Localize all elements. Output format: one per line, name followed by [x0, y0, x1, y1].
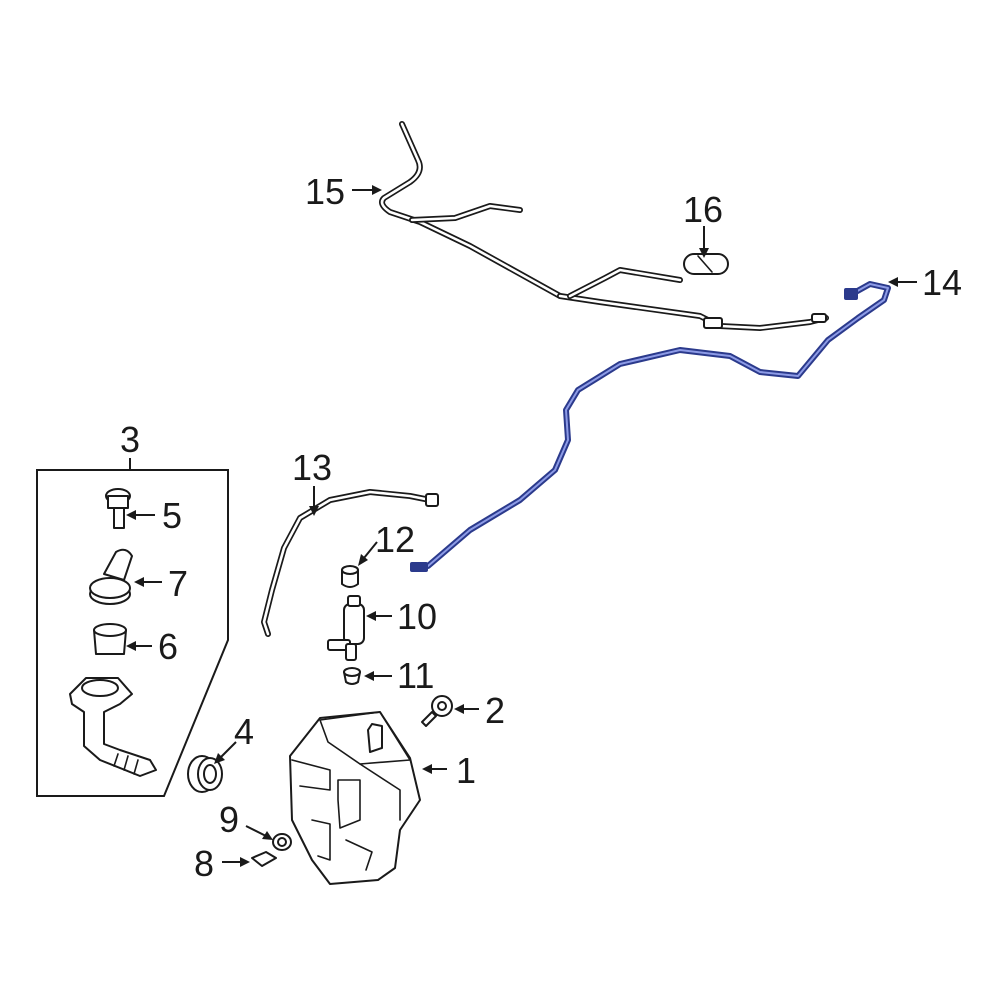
callout-4: 4	[234, 711, 254, 752]
filler-cap-7	[89, 548, 133, 605]
callout-1: 1	[456, 750, 476, 791]
callout-10: 10	[397, 596, 437, 637]
callout-11: 11	[397, 655, 434, 696]
callout-6: 6	[158, 626, 178, 667]
callout-12: 12	[375, 519, 415, 560]
washer-pump-10	[327, 595, 365, 661]
washer-hose-15	[379, 121, 829, 331]
filler-neck-pipe	[69, 677, 157, 777]
callout-8: 8	[194, 843, 214, 884]
neck-seal-6	[93, 623, 127, 655]
level-sensor-8	[251, 851, 277, 867]
callout-16: 16	[683, 189, 723, 230]
callout-5: 5	[162, 495, 182, 536]
filler-assembly-box-3	[36, 458, 229, 797]
washer-hose-13	[261, 489, 439, 637]
callout-3: 3	[120, 419, 140, 460]
clip-2	[421, 695, 453, 727]
callout-7: 7	[168, 563, 188, 604]
washer-reservoir-1	[289, 711, 421, 885]
washer-hose-14-highlighted	[410, 281, 891, 572]
callout-14: 14	[922, 262, 962, 303]
leader-lines	[126, 185, 917, 867]
callout-15: 15	[305, 171, 345, 212]
pump-grommet-11	[343, 667, 361, 685]
o-ring-9	[272, 833, 292, 851]
callout-9: 9	[219, 799, 239, 840]
callout-labels: 1 2 3 4 5 6 7 8 9 10 11 12 13 14 15 16	[120, 171, 962, 884]
grommet-4	[187, 755, 223, 793]
callout-2: 2	[485, 690, 505, 731]
hose-clip-16	[683, 253, 729, 275]
callout-13: 13	[292, 447, 332, 488]
filter-12	[341, 565, 359, 588]
bolt-5	[105, 488, 131, 529]
